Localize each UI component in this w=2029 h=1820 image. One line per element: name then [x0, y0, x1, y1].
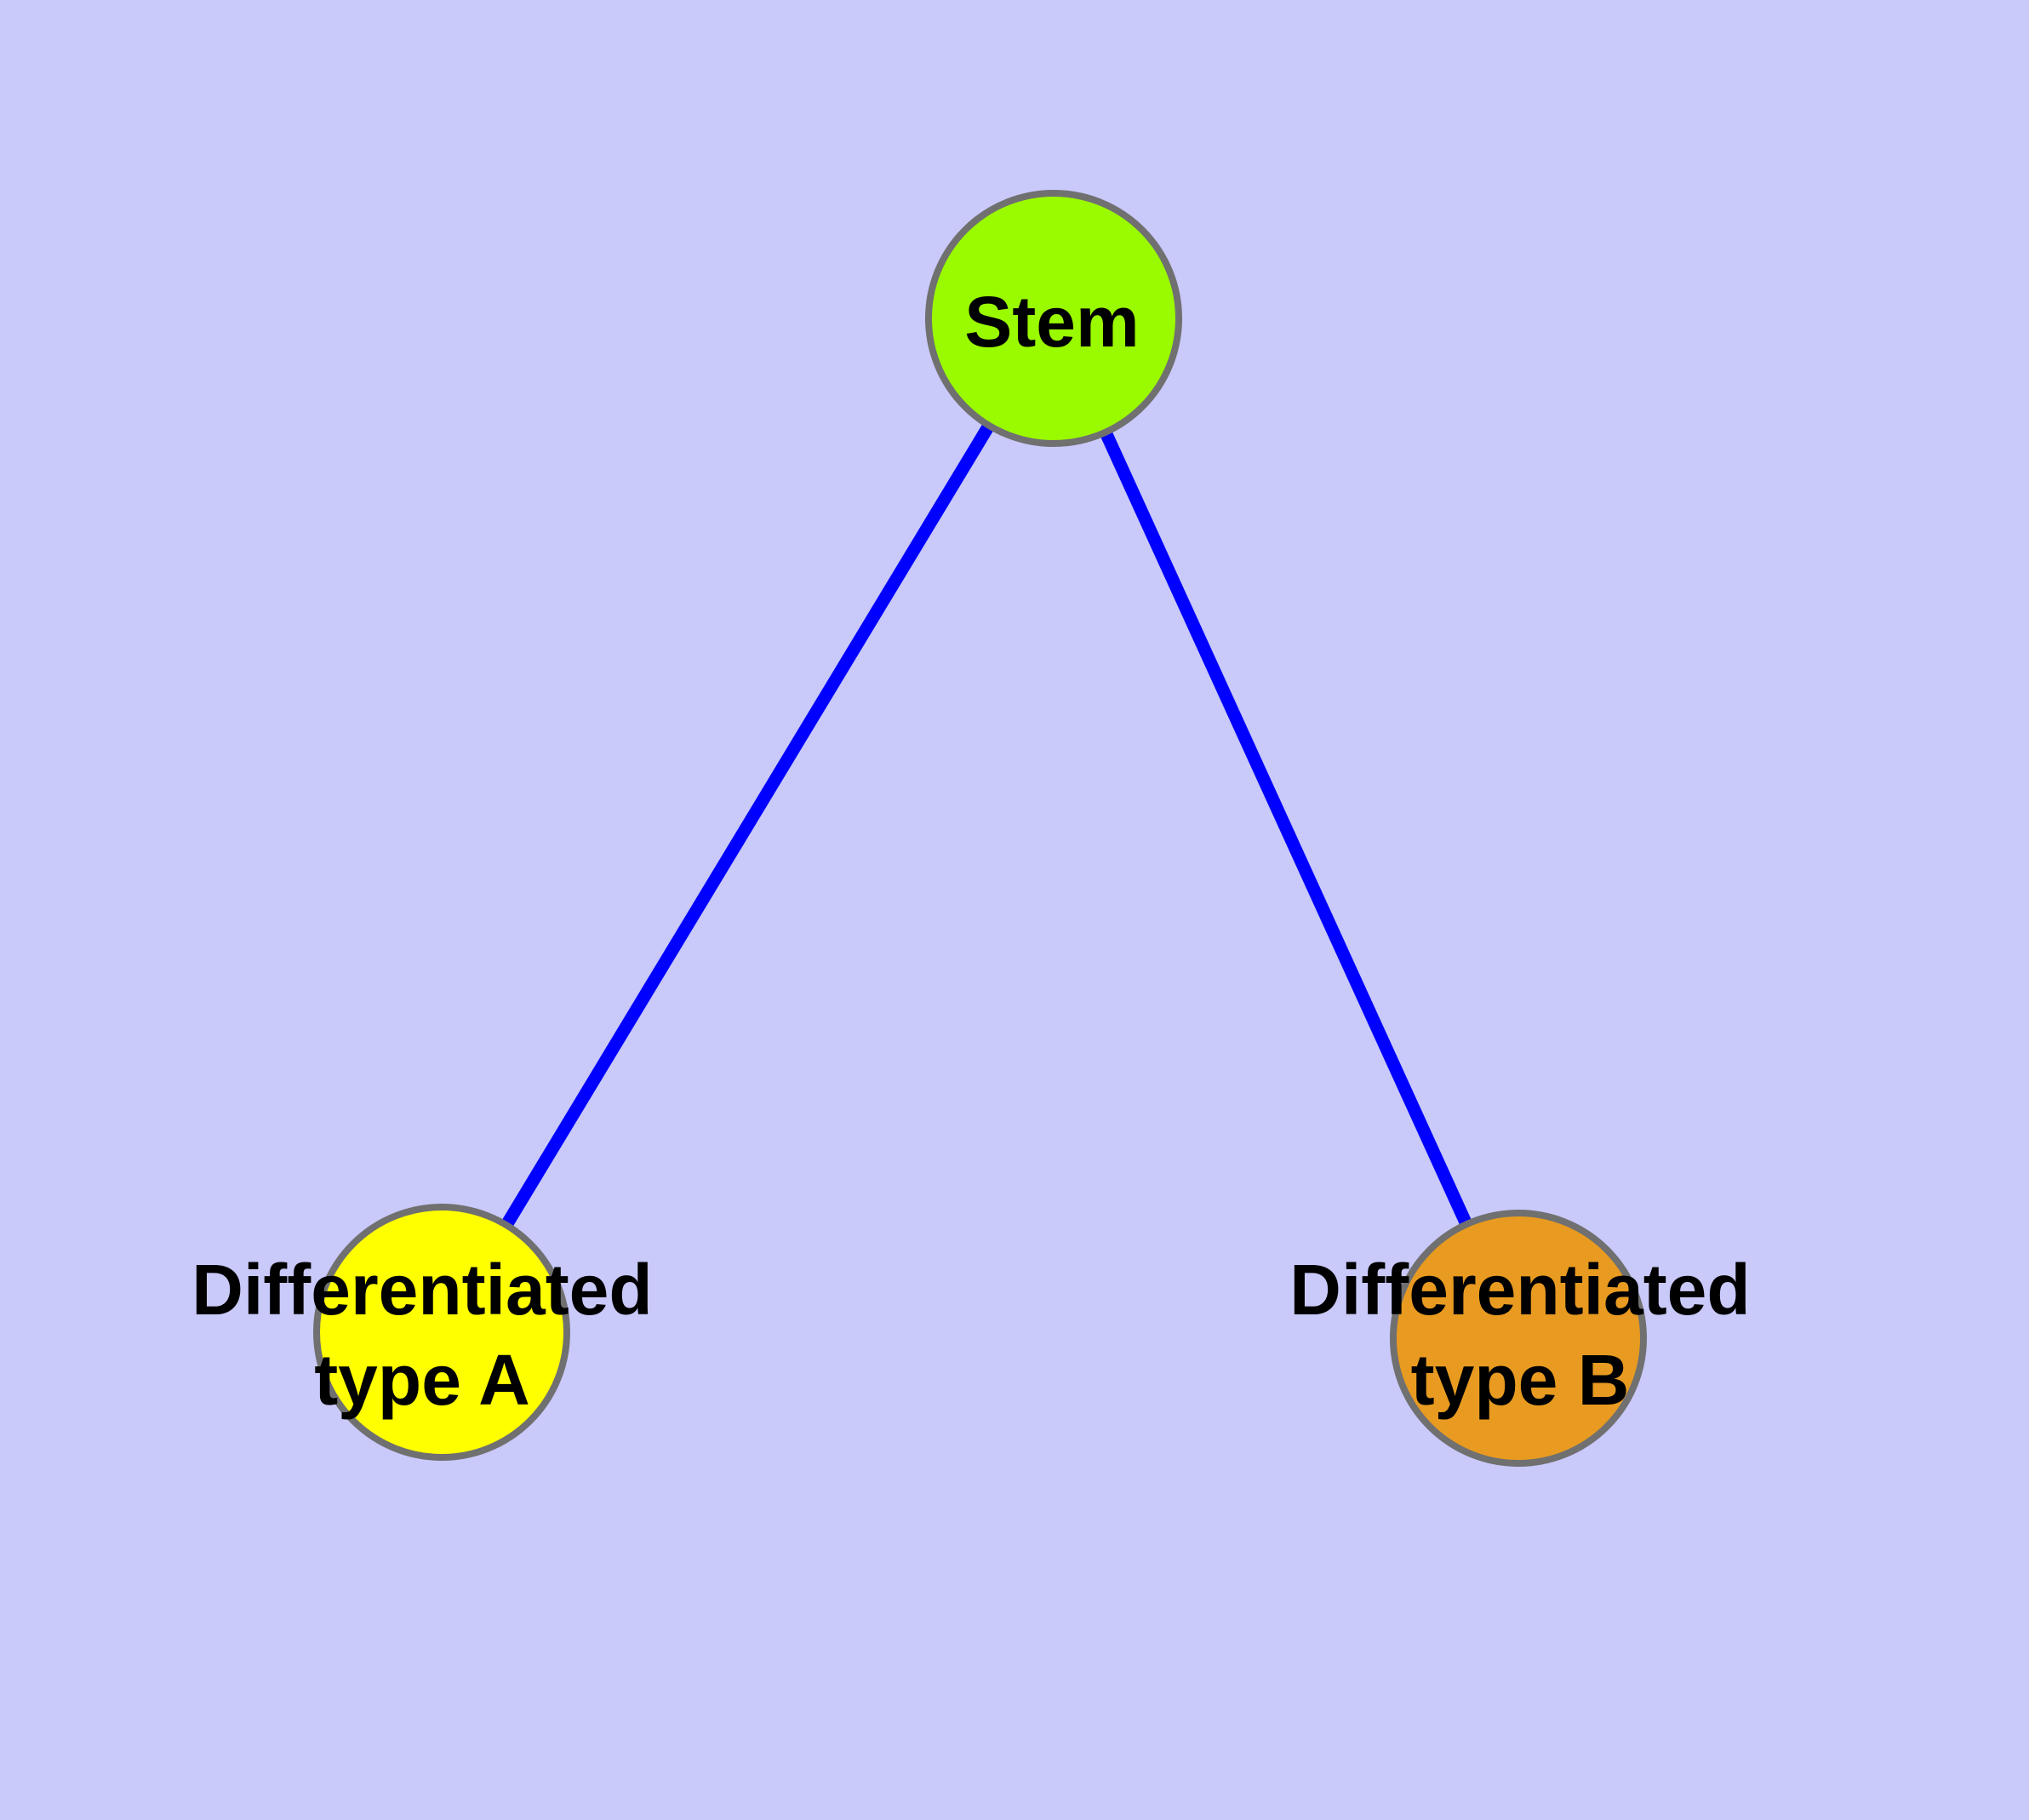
stem-node-label: Stem: [964, 282, 1140, 362]
stem-node-circle: [925, 190, 1182, 447]
edge-stem-to-type-b: [1048, 315, 1524, 1342]
type-b-node-circle: [1390, 1210, 1647, 1467]
type-a-node-circle: [313, 1204, 570, 1461]
type-b-node-label: Differentiated type B: [1289, 1250, 1751, 1420]
edge-stem-to-type-a: [436, 315, 1060, 1336]
type-a-node-label: Differentiated type A: [191, 1250, 653, 1420]
